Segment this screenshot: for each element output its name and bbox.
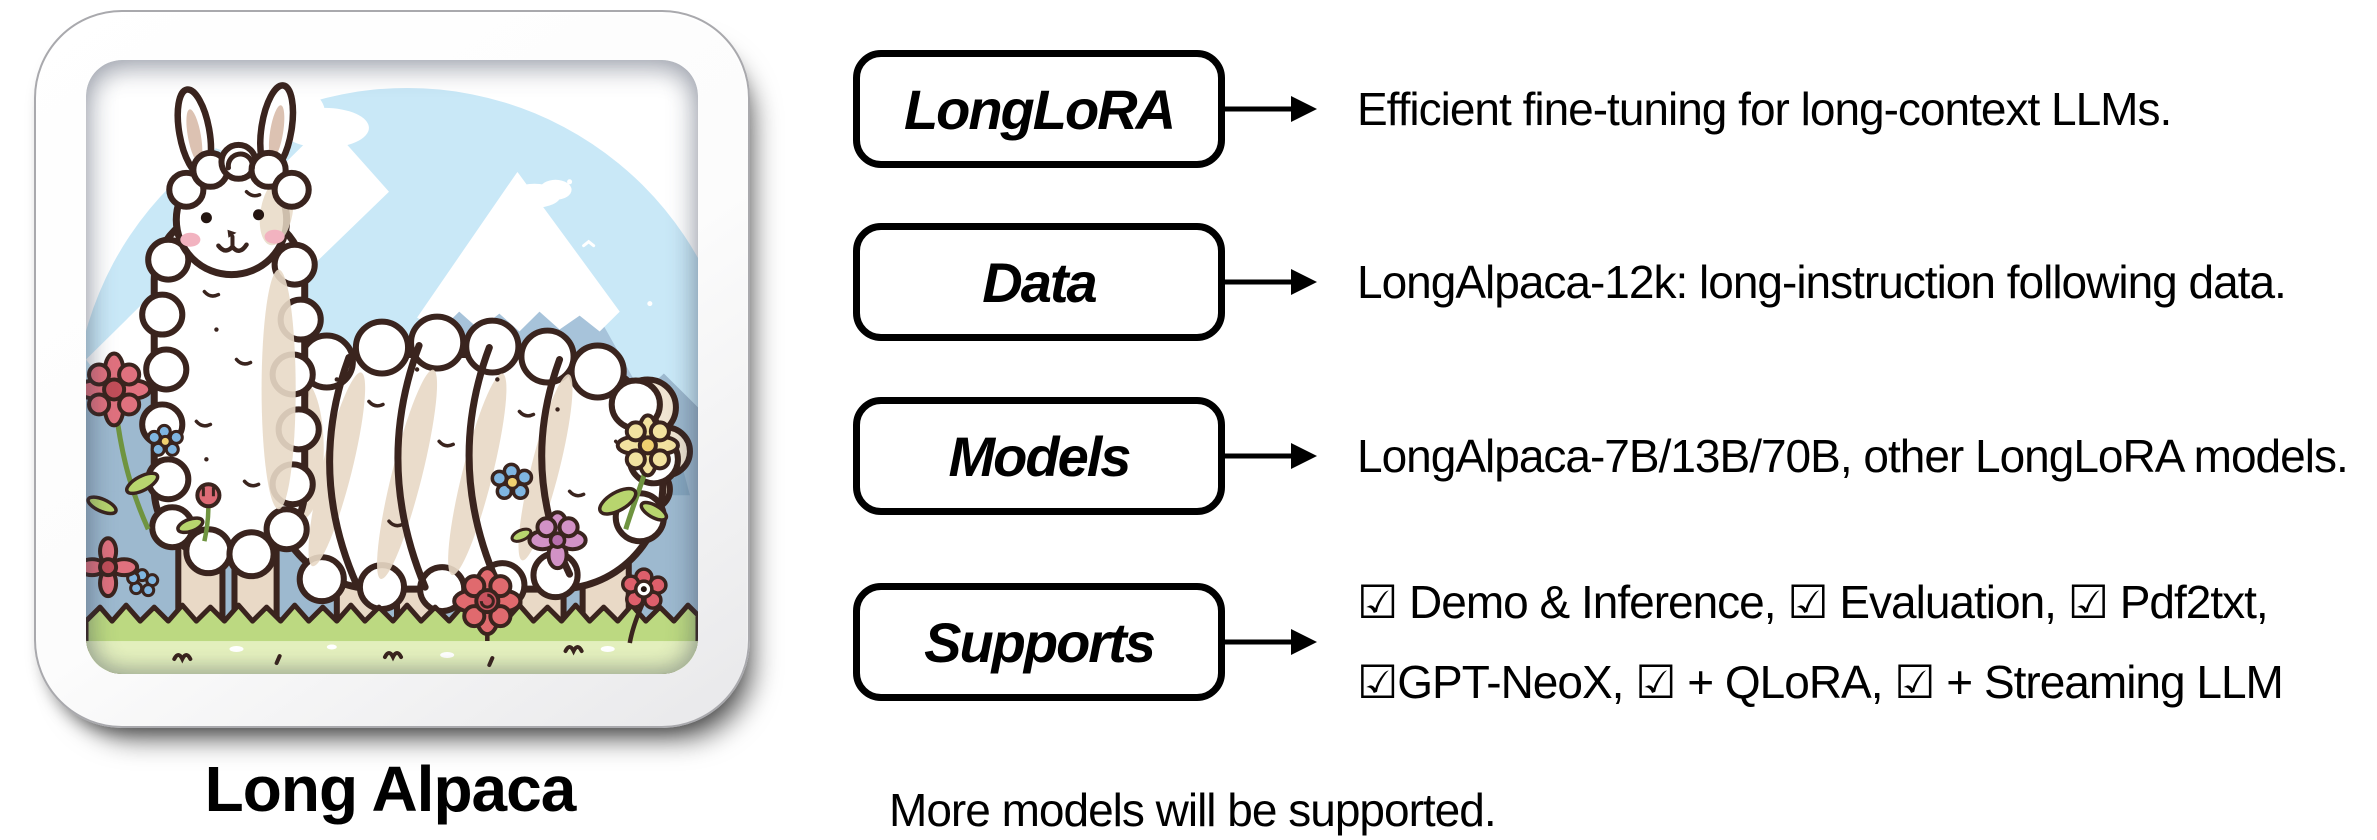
footnote: More models will be supported. [889,784,1497,836]
data-box: Data [853,223,1225,341]
supports-box: Supports [853,583,1225,701]
bird-marks [552,239,596,258]
long-alpaca-illustration [86,60,698,674]
supports-box-label: Supports [924,610,1156,674]
models-box: Models [853,397,1225,515]
supports-line-2: ☑GPT-NeoX, ☑ + QLoRA, ☑ + Streaming LLM [1357,656,2284,708]
grass [86,602,698,674]
longlora-description: Efficient fine-tuning for long-context L… [1357,83,2172,135]
alpaca-scene-icon [86,60,698,674]
longlora-box: LongLoRA [853,50,1225,168]
models-description: LongAlpaca-7B/13B/70B, other LongLoRA mo… [1357,430,2349,482]
fleece-dots [204,327,560,462]
long-alpaca-icon-frame [34,10,750,728]
supports-description: ☑ Demo & Inference, ☑ Evaluation, ☑ Pdf2… [1357,576,2284,708]
row-data: Data LongAlpaca-12k: long-instruction fo… [853,223,2377,341]
arrow-right-icon [1221,269,1317,295]
longlora-box-label: LongLoRA [903,77,1176,141]
supports-line-1: ☑ Demo & Inference, ☑ Evaluation, ☑ Pdf2… [1357,576,2269,628]
alpaca [139,82,693,648]
models-box-label: Models [948,424,1132,488]
fluff-marks [194,190,632,528]
row-longlora: LongLoRA Efficient fine-tuning for long-… [853,50,2377,168]
flowers-right [452,413,680,644]
icon-caption: Long Alpaca [204,753,577,825]
arrow-right-icon [1221,629,1317,655]
alpaca-face [180,209,285,253]
arrow-right-icon [1221,96,1317,122]
row-models: Models LongAlpaca-7B/13B/70B, other Long… [853,397,2377,515]
arrow-right-icon [1221,443,1317,469]
flowers-left [86,351,222,599]
row-supports: Supports ☑ Demo & Inference, ☑ Evaluatio… [853,576,2377,708]
data-description: LongAlpaca-12k: long-instruction followi… [1357,256,2287,308]
data-box-label: Data [982,250,1097,314]
